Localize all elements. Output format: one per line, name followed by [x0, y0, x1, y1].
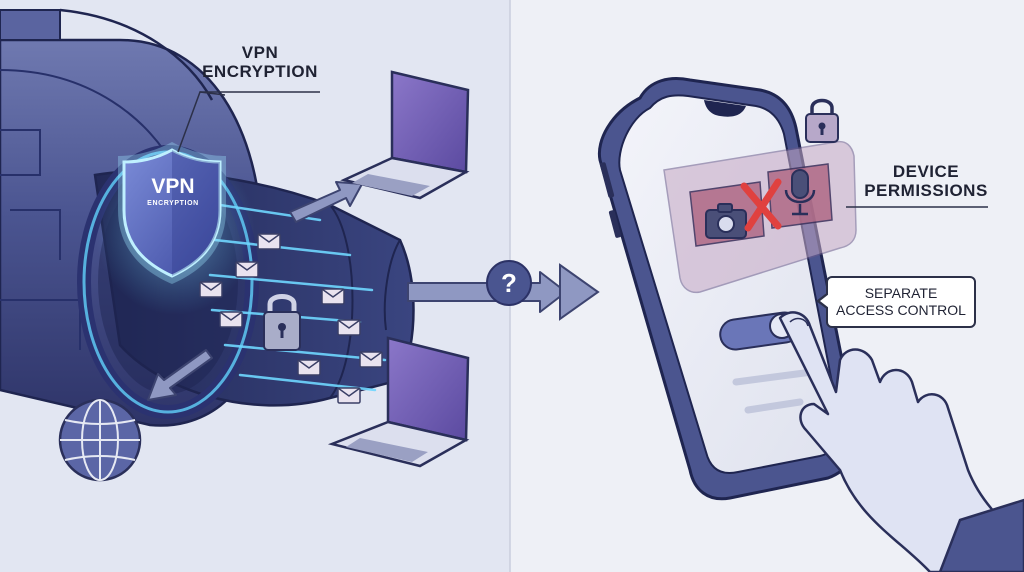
shield-title: VPN: [151, 175, 195, 198]
laptop-icon: [340, 70, 470, 200]
device-permissions-label: DEVICE PERMISSIONS: [860, 162, 992, 200]
microphone-icon: [784, 169, 816, 216]
envelope-icon: [199, 233, 383, 404]
arrow-icon: [147, 181, 567, 401]
access-control-callout: SEPARATE ACCESS CONTROL: [816, 276, 976, 328]
hand-icon: [778, 311, 1024, 572]
shield-text: VPN ENCRYPTION: [130, 176, 216, 207]
x-mark-icon: [740, 178, 782, 232]
vpn-encryption-label: VPN ENCRYPTION: [190, 43, 330, 81]
arrow-head-icon: [559, 263, 600, 321]
padlock-icon: [263, 294, 301, 351]
padlock-icon: [805, 98, 839, 143]
callout-line2: ACCESS CONTROL: [836, 302, 966, 318]
vpn-label-line2: ENCRYPTION: [202, 61, 318, 81]
question-icon: [486, 260, 532, 306]
permissions-label-line1: DEVICE: [892, 162, 960, 181]
laptop-icon: [327, 336, 470, 468]
vpn-label-line1: VPN: [241, 43, 279, 62]
permissions-label-line2: PERMISSIONS: [864, 180, 988, 200]
shield-icon: [118, 142, 226, 284]
globe-icon: [58, 398, 142, 482]
shield-subtitle: ENCRYPTION: [147, 200, 199, 207]
callout-line1: SEPARATE: [864, 284, 938, 301]
question-mark: ?: [501, 267, 517, 298]
screen-placeholder-lines: [732, 368, 816, 414]
camera-icon: [705, 203, 747, 239]
